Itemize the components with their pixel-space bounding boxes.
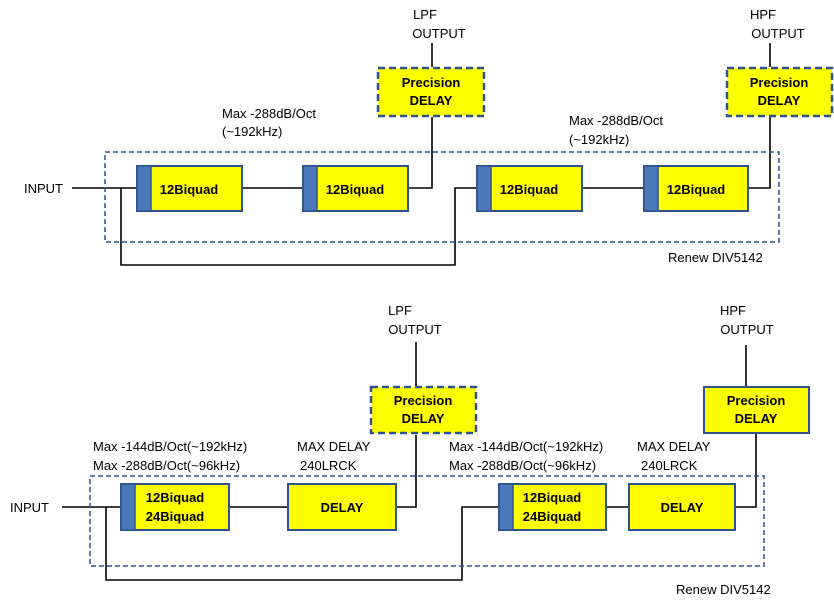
bottom-hpf-output-label-1: HPF [720,303,746,318]
bottom-delay-block-1-label: DELAY [321,500,364,515]
top-precision-delay-hpf-label2: DELAY [758,93,801,108]
bottom-slope-label-b-2: Max -288dB/Oct(~96kHz) [449,458,596,473]
top-biquad-block-4-tab [643,165,659,212]
top-diagram: Precision DELAY Precision DELAY 12Biquad… [24,7,834,266]
top-dsp-group-boundary [104,151,780,243]
bottom-biquad-block-1-tab [120,483,136,531]
bottom-wire-bypass-loop [105,506,499,581]
top-biquad-block-1-tab [136,165,152,212]
top-biquad-block-3-label: 12Biquad [500,182,559,197]
bottom-delay-block-2-label: DELAY [661,500,704,515]
bottom-slope-label-b-1: Max -144dB/Oct(~192kHz) [449,439,603,454]
bottom-diagram: Precision DELAY Precision DELAY 12Biquad… [10,303,810,597]
top-input-label: INPUT [24,181,63,196]
top-biquad-block-4-label: 12Biquad [667,182,726,197]
bottom-biquad-block-1-label1: 12Biquad [146,490,205,505]
bottom-wire-delay1-lpf-delay [396,435,417,508]
bottom-maxdelay-label-b-2: 240LRCK [641,458,698,473]
bottom-lpf-output-label-2: OUTPUT [388,322,442,337]
top-precision-delay-lpf-label2: DELAY [410,93,453,108]
bottom-biquad-block-2-label1: 12Biquad [523,490,582,505]
top-biquad-block-3-tab [476,165,492,212]
bottom-precision-delay-lpf-label1: Precision [394,393,453,408]
top-biquad-block-1-label: 12Biquad [160,182,219,197]
bottom-hpf-output-label-2: OUTPUT [720,322,774,337]
bottom-lpf-output-label-1: LPF [388,303,412,318]
bottom-maxdelay-label-b-1: MAX DELAY [637,439,711,454]
bottom-slope-label-a-1: Max -144dB/Oct(~192kHz) [93,439,247,454]
top-hpf-output-label-2: OUTPUT [751,26,805,41]
bottom-precision-delay-hpf [703,386,810,434]
bottom-maxdelay-label-a-2: 240LRCK [300,458,357,473]
top-lpf-output-label-1: LPF [413,7,437,22]
top-biquad-block-2-label: 12Biquad [326,182,385,197]
top-wire-b2-lpf-delay [408,117,433,189]
top-device-label: Renew DIV5142 [668,250,763,265]
bottom-device-label: Renew DIV5142 [676,582,771,597]
bottom-maxdelay-label-a-1: MAX DELAY [297,439,371,454]
bottom-delay-block-1 [287,483,397,531]
top-lpf-output-label-2: OUTPUT [412,26,466,41]
top-slope-label-b-2: (~192kHz) [569,132,629,147]
bottom-delay-block-2 [628,483,736,531]
bottom-biquad-block-1 [120,483,230,531]
bottom-slope-label-a-2: Max -288dB/Oct(~96kHz) [93,458,240,473]
top-slope-label-b-1: Max -288dB/Oct [569,113,663,128]
top-slope-label-a-2: (~192kHz) [222,124,282,139]
top-biquad-block-2-tab [302,165,318,212]
bottom-biquad-block-2-tab [498,483,514,531]
bottom-dsp-group-boundary [89,475,765,567]
top-slope-label-a-1: Max -288dB/Oct [222,106,316,121]
bottom-biquad-block-2 [498,483,607,531]
top-precision-delay-hpf-label1: Precision [750,75,809,90]
bottom-precision-delay-lpf [369,385,478,435]
bottom-wire-delay2-hpf-delay [735,433,757,508]
top-wire-b4-hpf-delay [748,117,771,189]
top-precision-delay-lpf-label1: Precision [402,75,461,90]
bottom-biquad-block-2-label2: 24Biquad [523,509,582,524]
top-wire-bypass-loop [120,187,477,266]
top-hpf-output-label-1: HPF [750,7,776,22]
bottom-precision-delay-hpf-label2: DELAY [735,411,778,426]
bottom-biquad-block-1-label2: 24Biquad [146,509,205,524]
top-precision-delay-hpf [725,66,834,118]
bottom-precision-delay-hpf-label1: Precision [727,393,786,408]
bottom-input-label: INPUT [10,500,49,515]
top-precision-delay-lpf [376,66,486,118]
bottom-precision-delay-lpf-label2: DELAY [402,411,445,426]
